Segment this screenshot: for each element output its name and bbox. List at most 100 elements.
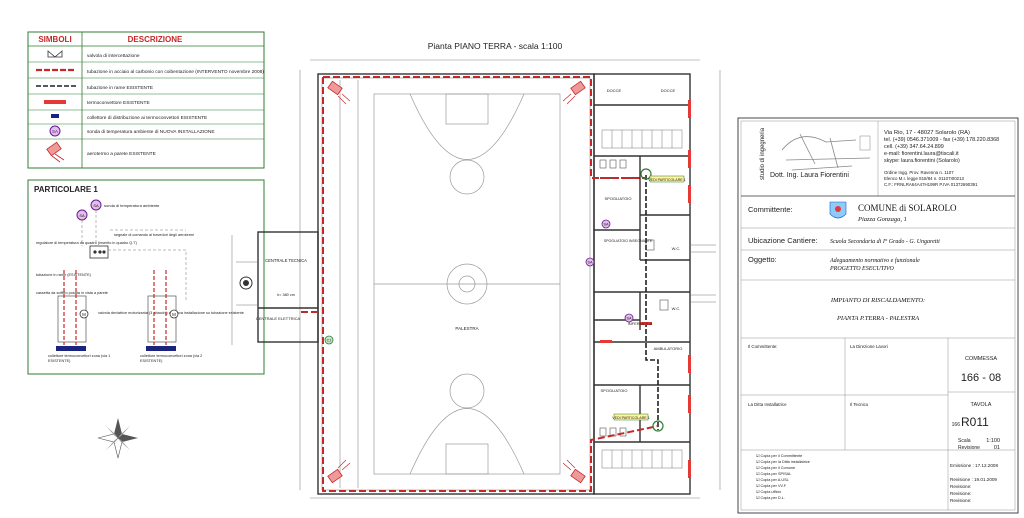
copy-line-5: ☑ Copia per VV.F [756,484,787,488]
svg-text:SA: SA [79,213,85,218]
sign-committente: Il Committente: [748,344,778,349]
drawing-title-1: PIANTA P.TERRA - PALESTRA [836,315,919,322]
callout-particolare-1b: VEDI PARTICOLARE 1 [612,416,649,420]
legend-header-description: DESCRIZIONE [128,35,183,44]
collector-icon [146,346,176,351]
legend-text-3: termoconvettore ESISTENTE [87,100,150,106]
motor-valve-icon [79,309,89,319]
copy-line-2: ☑ Copia per il Comune [756,466,795,470]
revision-label: Revisione [958,445,980,451]
client-address: Piazza Gonzaga, 1 [857,216,907,223]
studio-vertical-label: studio di ingegneria [760,127,766,180]
svg-text:SA: SA [603,223,609,227]
svg-text:M: M [82,312,86,317]
detail-note-1: regolatore di temperatura da quadro (ins… [36,241,138,245]
legend-text-6: aerotermo a parete ESISTENTE [87,151,156,157]
copy-line-3: ☑ Copia per SPISAL [756,472,791,476]
room-boiler: CENTRALE TECNICA [265,258,307,263]
title-block: studio di ingegneria Dott. Ing. Laura Fi… [737,117,1019,514]
room-gym: PALESTRA [455,326,478,331]
engineer-name: Dott. Ing. Laura Fiorentini [770,172,849,179]
legend-text-0: valvola di intercettazione [87,53,140,59]
drawing-title-0: IMPIANTO DI RISCALDAMENTO: [830,297,925,304]
municipal-crest-icon [829,201,847,219]
room-infirmary: INFERMERIA [628,321,653,326]
collector-c1-icon: C1 [324,335,334,345]
client-label: Committente: [748,205,793,214]
legend-text-2: tubazione in rame ESISTENTE [87,85,153,91]
detail-note-6: collettore termoconvettori zona (via 1 E… [48,354,111,363]
object-line-0: Adeguamento normativo e funzionale [829,257,920,264]
date-revision-3: Revisione: [950,491,971,496]
wall-heater-icon [327,459,351,484]
detail-particolare-1: PARTICOLARE 1 SA SA sonda di temperatura… [27,179,265,375]
svg-text:SA: SA [626,317,632,321]
wall-heater-icon [46,141,65,163]
address-line-1: tel. (+39) 0546.371009 - fax (+39) 178.2… [884,137,999,143]
legend-text-1: tubazione in acciaio al carbonio con coi… [87,69,264,75]
copy-line-4: ☑ Copia per A.USL [756,478,789,482]
svg-text:C1: C1 [327,339,332,343]
address-line-3: e-mail: fiorentini.laura@tiscali.it [884,151,959,157]
legend-text-5: sonda di temperatura ambiente di NUOVA I… [87,129,215,135]
tavola-value: R011 [961,415,989,429]
svg-text:SA: SA [52,129,58,134]
commessa-label: COMMESSA [965,356,997,362]
svg-text:SA: SA [587,261,593,265]
address-line-0: Via Rio, 17 - 48027 Solarolo (RA) [884,130,970,136]
room-wc-1: W.C. [672,246,681,251]
legend-header-symbols: SIMBOLI [38,35,71,44]
motor-valve-icon [169,309,179,319]
address-line-4: skype: laura.fiorentini (Solarolo) [884,158,960,164]
sign-ditta: La Ditta Installatrice [748,402,787,407]
object-line-1: PROGETTO ESECUTIVO [829,266,895,272]
copy-line-6: ☑ Copia ufficio [756,490,781,494]
room-electrical: CENTRALE ELETTRICA [256,316,301,321]
detail-marker-icon [652,420,664,432]
date-revision-2: Revisione: [950,484,971,489]
convector-group [600,100,691,478]
sa-probe-icon: SA [624,313,634,323]
collector-icon [56,346,86,351]
registration-line-0: Ordine Ingg. Prov. Ravenna n. 1107 [884,170,954,175]
date-revision-4: Revisione: [950,498,971,503]
room-showers-2: DOCCE [661,88,676,93]
detail-note-7: collettore termoconvettori zona (via 2 E… [140,354,203,363]
collector-icon [51,114,59,118]
legend-text-4: collettore di distribuzione ai termoconv… [87,115,207,121]
detail-title: PARTICOLARE 1 [34,185,98,194]
date-emission: Emissione : 17.12.2008 [950,463,998,468]
wall-heater-icon [562,459,586,484]
red-bar-icon [44,100,66,104]
copy-line-7: ☑ Copia per D.L. [756,496,785,500]
copy-line-1: ☑ Copia per la Ditta installatrice [756,460,810,464]
tavola-prefix: 166 [952,422,961,428]
scale-label: Scala [958,438,971,444]
room-locker-2: SPOGLIATOIO [601,388,628,393]
registration-line-1: Elenco M.I. legge 818/84 n. 01107I00213 [884,176,965,181]
plan-title: Pianta PIANO TERRA - scala 1:100 [428,41,563,51]
legend-table: SIMBOLI DESCRIZIONE SA valvola di interc… [27,31,265,169]
room-locker-teacher: SPOGLIATOIO INSEGNANTE [604,239,653,243]
registration-line-2: C.F.: FRNLRA64A47H199R P.IVA 01372690391 [884,182,978,187]
callout-particolare-1a: VEDI PARTICOLARE 1 [648,178,685,182]
wall-heater-icon [562,80,586,105]
room-showers-1: DOCCE [607,88,622,93]
revision-value: 01 [994,445,1000,451]
date-revision-1: Revisione : 19.01.2009 [950,477,997,482]
floor-plan: SA SA SA VEDI PARTICOLARE 1 VEDI PARTICO… [231,59,721,499]
detail-note-0: sonda di temperatura ambiente [104,203,160,208]
client-name: COMUNE di SOLAROLO [858,203,957,213]
room-locker-1: SPOGLIATOIO [605,196,632,201]
commessa-value: 166 - 08 [961,372,1001,384]
sa-probe-icon: SA [601,219,611,229]
detail-note-2: segnale di comando ai travedori degli ae… [114,233,194,237]
svg-text:SA: SA [93,203,99,208]
sa-probe-icon: SA [49,125,61,137]
address-line-2: cell. (+39) 347.64.24.899 [884,144,944,150]
valve-icon [47,50,63,58]
detail-note-4: cassetta da soffitto posata in vista a p… [36,291,108,295]
svg-text:M: M [172,312,176,317]
north-arrow-icon [97,418,138,459]
